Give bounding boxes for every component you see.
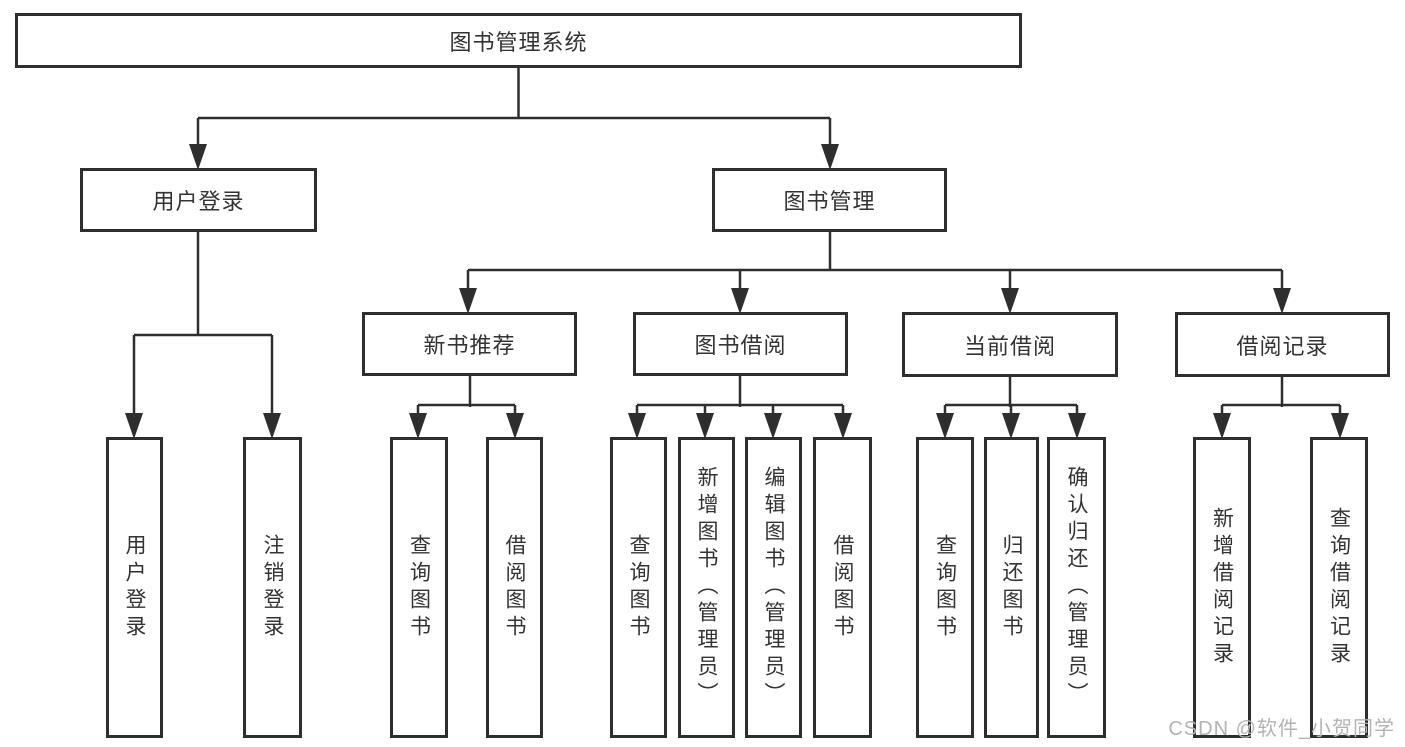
node-book-borrow: 图书借阅 [633, 312, 848, 376]
node-new-book-rec: 新书推荐 [362, 312, 577, 376]
leaf-edit-book: 编辑图书（管理员） [745, 437, 802, 738]
leaf-query-book-3-label: 查询图书 [933, 533, 957, 642]
leaf-query-book-3: 查询图书 [916, 437, 974, 738]
leaf-return-book-label: 归还图书 [1000, 533, 1023, 642]
node-user-login: 用户登录 [80, 168, 317, 232]
leaf-add-book-label: 新增图书（管理员） [695, 466, 718, 709]
leaf-query-borrow-record-label: 查询借阅记录 [1327, 506, 1351, 669]
leaf-confirm-return: 确认归还（管理员） [1047, 437, 1106, 738]
leaf-user-login: 用户登录 [106, 437, 163, 738]
watermark-text: CSDN @软件_小贺同学 [1168, 718, 1395, 740]
leaf-borrow-book-2-label: 借阅图书 [831, 533, 854, 642]
leaf-logout: 注销登录 [243, 437, 302, 738]
leaf-logout-label: 注销登录 [261, 533, 284, 642]
leaf-borrow-book-1-label: 借阅图书 [503, 533, 526, 642]
node-current-borrow: 当前借阅 [902, 312, 1118, 377]
leaf-borrow-book-1: 借阅图书 [486, 437, 543, 738]
leaf-return-book: 归还图书 [984, 437, 1039, 738]
leaf-borrow-book-2: 借阅图书 [813, 437, 872, 738]
leaf-confirm-return-label: 确认归还（管理员） [1065, 466, 1088, 709]
leaf-query-book-1-label: 查询图书 [407, 533, 431, 642]
leaf-add-borrow-record-label: 新增借阅记录 [1210, 506, 1234, 669]
leaf-add-borrow-record: 新增借阅记录 [1193, 437, 1251, 738]
leaf-add-book: 新增图书（管理员） [678, 437, 735, 738]
leaf-edit-book-label: 编辑图书（管理员） [762, 466, 785, 709]
leaf-query-book-2: 查询图书 [610, 437, 667, 738]
node-root: 图书管理系统 [15, 13, 1022, 68]
node-borrow-records: 借阅记录 [1175, 312, 1390, 377]
leaf-query-book-2-label: 查询图书 [627, 533, 650, 642]
leaf-user-login-label: 用户登录 [123, 533, 146, 642]
node-book-mgmt: 图书管理 [712, 168, 947, 232]
leaf-query-borrow-record: 查询借阅记录 [1310, 437, 1368, 738]
leaf-query-book-1: 查询图书 [390, 437, 448, 738]
